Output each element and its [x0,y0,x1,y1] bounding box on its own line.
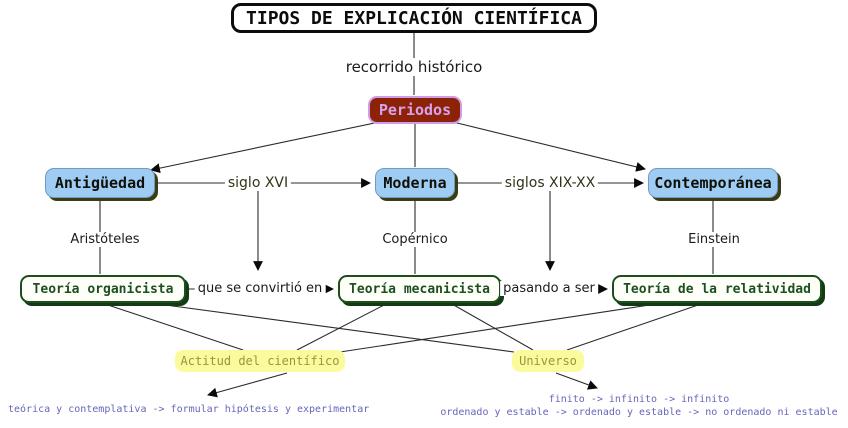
link-label-copernico[interactable]: Copérnico [379,232,451,247]
evolution-text-universo[interactable]: finito -> infinito -> infinito ordenado … [436,393,842,419]
node-teoria-mecanicista[interactable]: Teoría mecanicista [338,275,501,303]
edge-actitud-evolution [207,372,288,398]
edge-organicista-actitud [104,303,244,351]
evolution-text-universo-line2: ordenado y estable -> ordenado y estable… [440,407,838,418]
link-label-siglos-xix-xx[interactable]: siglos XIX-XX [501,175,599,191]
node-contemporanea[interactable]: Contemporánea [648,168,778,198]
node-contemporanea-label: Contemporánea [654,174,772,192]
node-periodos-label: Periodos [378,101,452,119]
link-label-aristoteles[interactable]: Aristóteles [67,232,143,247]
node-universo[interactable]: Universo [512,350,584,372]
node-universo-label: Universo [519,354,577,368]
edge-relatividad-actitud [339,303,657,353]
edge-mecanicista-actitud [296,303,387,351]
diagram-title: TIPOS DE EXPLICACIÓN CIENTÍFICA [246,8,582,29]
node-actitud-del-cientifico[interactable]: Actitud del científico [175,350,345,372]
node-actitud-label: Actitud del científico [180,354,340,368]
evolution-text-actitud[interactable]: teórica y contemplativa -> formular hipó… [8,404,370,415]
link-label-siglo-xvi[interactable]: siglo XVI [224,175,292,191]
edge-mecanicista-universo [451,303,534,351]
node-teoria-mecanicista-label: Teoría mecanicista [349,282,490,297]
link-label-einstein[interactable]: Einstein [685,232,743,247]
diagram-title-node[interactable]: TIPOS DE EXPLICACIÓN CIENTÍFICA [231,3,597,33]
node-teoria-organicista[interactable]: Teoría organicista [20,275,186,303]
node-moderna[interactable]: Moderna [375,168,455,198]
link-label-recorrido-historico[interactable]: recorrido histórico [342,58,486,76]
edge-periodos-contemporanea [448,120,646,172]
node-teoria-organicista-label: Teoría organicista [32,282,174,297]
node-teoria-relatividad-label: Teoría de la relatividad [623,282,811,297]
link-label-pasando-a-ser[interactable]: pasando a ser [500,281,598,296]
node-moderna-label: Moderna [383,174,447,192]
node-antiguedad-label: Antigüedad [54,174,146,192]
node-teoria-relatividad[interactable]: Teoría de la relatividad [612,275,822,303]
evolution-text-universo-line1: finito -> infinito -> infinito [548,394,730,405]
edge-periodos-antiguedad [150,120,385,174]
link-label-que-se-convirtio-en[interactable]: que se convirtió en [194,281,326,296]
edge-universo-evolution [555,372,598,390]
edge-organicista-universo [157,303,515,353]
node-periodos[interactable]: Periodos [368,96,462,124]
node-antiguedad[interactable]: Antigüedad [45,168,155,198]
edge-relatividad-universo [566,303,702,351]
